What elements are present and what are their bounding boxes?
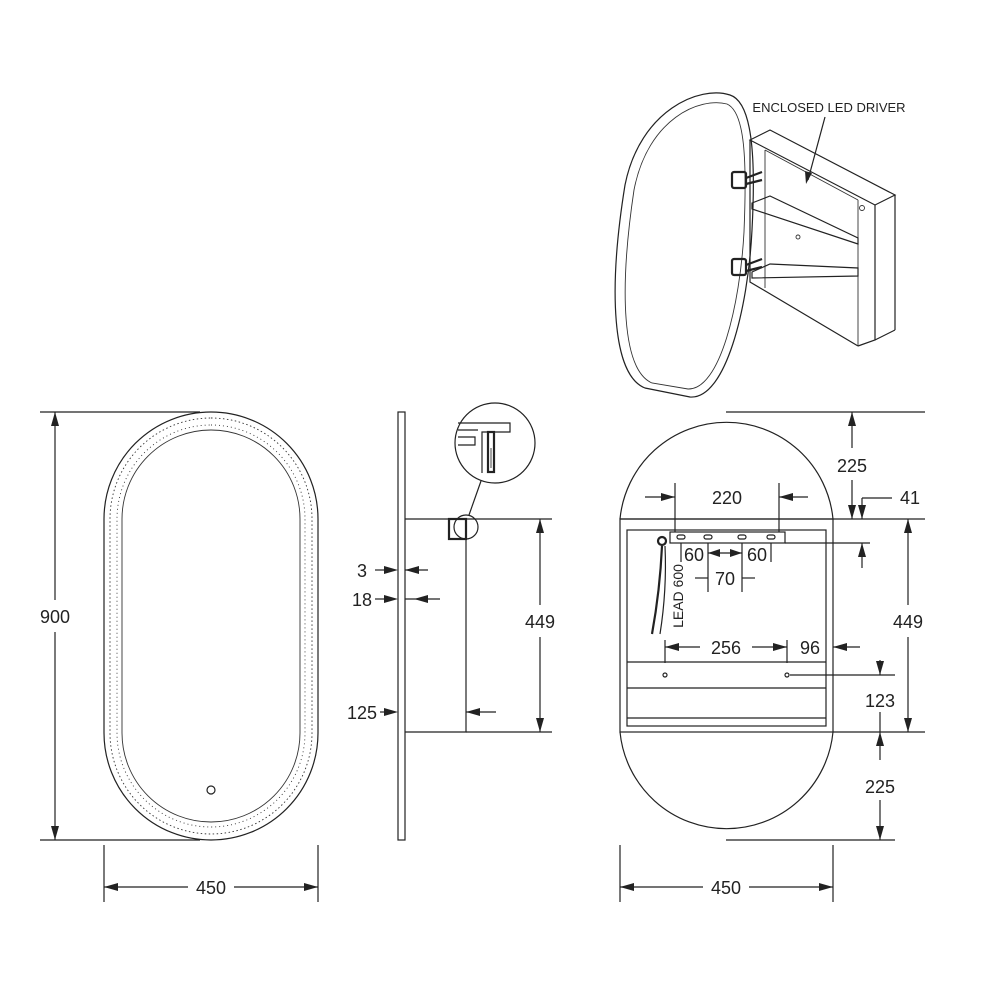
iso-cabinet-inner-top	[764, 149, 859, 201]
arrow-back-41-bottom	[858, 543, 866, 557]
side-view: 3 18 125 449	[347, 402, 555, 841]
side-dim-18-label: 18	[352, 590, 372, 610]
arrow-front-height-top	[51, 412, 59, 426]
front-width-label: 450	[196, 878, 226, 898]
back-lead-label: LEAD 600	[670, 564, 686, 628]
arrow-back-123-bottom	[876, 732, 884, 746]
back-dim-60-left-label: 60	[684, 545, 704, 565]
iso-view: ENCLOSED LED DRIVER	[614, 92, 906, 398]
iso-shelf-top	[751, 195, 859, 245]
arrow-back-449-top	[904, 519, 912, 533]
arrow-back-256-left	[665, 643, 679, 651]
arrow-back-449-bottom	[904, 718, 912, 732]
mirror-inner-outline	[121, 429, 301, 823]
arrow-back-41	[858, 505, 866, 519]
arrow-front-width-left	[104, 883, 118, 891]
iso-hinge-bottom	[730, 257, 763, 277]
hinge-detail-circle-left	[453, 514, 479, 540]
back-view: 225 41 220 60 60 70 LEAD 600	[619, 411, 925, 902]
back-dim-225-top-label: 225	[837, 456, 867, 476]
iso-driver-label: ENCLOSED LED DRIVER	[752, 100, 905, 115]
back-cabinet-inner	[626, 529, 827, 727]
arrow-side-125-left	[384, 708, 398, 716]
back-dim-96-label: 96	[800, 638, 820, 658]
arrow-side-449-top	[536, 519, 544, 533]
back-bottom-arc	[619, 731, 834, 830]
arrow-back-60-left	[708, 549, 720, 557]
back-dim-450-label: 450	[711, 878, 741, 898]
arrow-back-220-left	[661, 493, 675, 501]
arrow-side-18	[384, 595, 398, 603]
touch-sensor-icon	[206, 785, 216, 795]
arrow-side-3	[384, 566, 398, 574]
arrow-front-height-bottom	[51, 826, 59, 840]
arrow-front-width-right	[304, 883, 318, 891]
iso-door-inner	[624, 102, 746, 390]
lead-cable	[650, 545, 664, 635]
iso-driver-leader	[807, 116, 826, 181]
back-dim-220-label: 220	[712, 488, 742, 508]
side-mirror-panel	[397, 411, 406, 841]
front-height-label: 900	[40, 607, 70, 627]
side-dim-125-label: 125	[347, 703, 377, 723]
back-dim-60-right-label: 60	[747, 545, 767, 565]
cable-gland-icon	[656, 535, 668, 547]
arrow-back-225-top-a	[848, 412, 856, 426]
mounting-slot-4	[766, 534, 776, 540]
side-dim-3-label: 3	[357, 561, 367, 581]
arrow-back-96-right	[833, 643, 847, 651]
arrow-back-256-right	[773, 643, 787, 651]
back-cabinet-outer	[619, 518, 834, 733]
mounting-hole-right	[784, 672, 790, 678]
back-dim-449-label: 449	[893, 612, 923, 632]
mounting-hole-left	[662, 672, 668, 678]
mounting-slot-3	[737, 534, 747, 540]
iso-bracket-hole	[859, 205, 865, 211]
arrow-side-18-right	[414, 595, 428, 603]
mirror-led-strip-outer	[109, 417, 313, 835]
iso-shelf-bottom	[751, 263, 859, 279]
arrow-back-220-right	[779, 493, 793, 501]
hinge-detail-circle	[454, 402, 536, 484]
arrow-side-449-bottom	[536, 718, 544, 732]
iso-cabinet-top	[748, 129, 897, 206]
iso-shelf-hole	[795, 234, 801, 240]
hinge-detail-content	[458, 422, 511, 474]
detail-leader-line	[468, 480, 482, 516]
back-top-arc	[619, 421, 834, 520]
iso-cabinet-right-side	[857, 205, 876, 347]
arrow-side-3-right	[405, 566, 419, 574]
arrow-side-125-right	[466, 708, 480, 716]
iso-hinge-top	[730, 170, 763, 190]
arrow-back-225-bottom	[876, 826, 884, 840]
arrow-back-60-right	[730, 549, 742, 557]
side-dim-449-label: 449	[525, 612, 555, 632]
front-view: 900 450	[40, 411, 319, 902]
side-cabinet-body	[405, 518, 467, 733]
back-dim-41-label: 41	[900, 488, 920, 508]
back-dim-70-label: 70	[715, 569, 735, 589]
mounting-slot-1	[676, 534, 686, 540]
arrow-back-450-left	[620, 883, 634, 891]
back-dim-123-label: 123	[865, 691, 895, 711]
iso-cabinet-bottom-right	[874, 329, 896, 341]
iso-cabinet-front-left	[749, 140, 859, 347]
arrow-iso-driver	[805, 171, 812, 184]
mounting-slot-2	[703, 534, 713, 540]
mirror-led-strip-inner	[116, 424, 306, 828]
mirror-outer-outline	[103, 411, 319, 841]
back-dim-256-label: 256	[711, 638, 741, 658]
back-dim-225-bottom-label: 225	[865, 777, 895, 797]
arrow-back-123-top	[876, 661, 884, 675]
arrow-back-225-top-b	[848, 505, 856, 519]
mounting-bracket	[669, 531, 786, 544]
lead-cable-2	[659, 545, 667, 635]
arrow-back-450-right	[819, 883, 833, 891]
iso-door-outer	[614, 92, 754, 398]
